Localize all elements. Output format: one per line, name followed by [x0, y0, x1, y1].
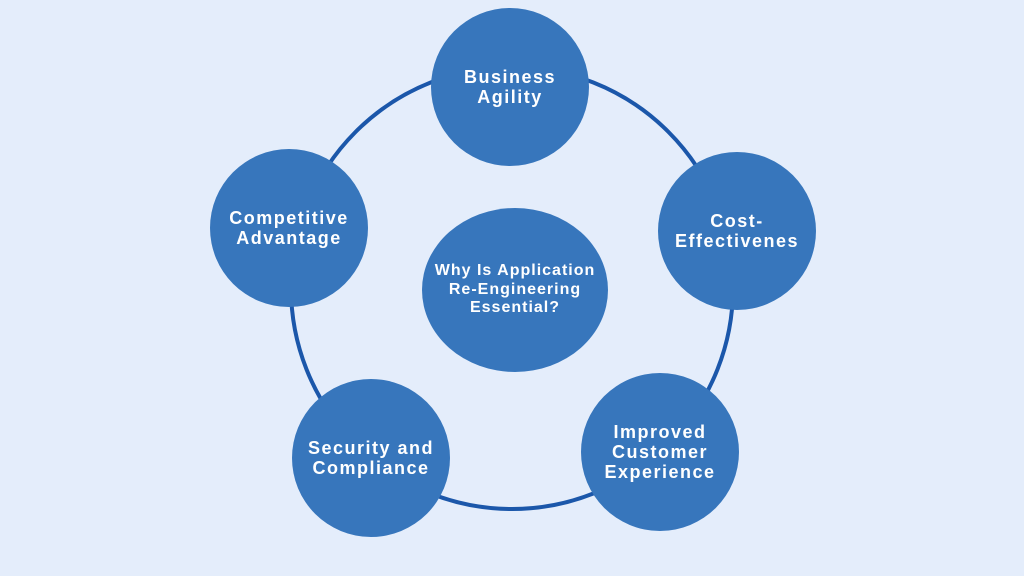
node-cost-effectiveness: Cost- Effectivenes — [658, 152, 816, 310]
node-label: Business Agility — [463, 66, 557, 107]
node-label: Cost- Effectivenes — [674, 210, 800, 251]
node-competitive-advantage: Competitive Advantage — [210, 149, 368, 307]
node-label: Improved Customer Experience — [604, 421, 716, 483]
node-label: Competitive Advantage — [229, 207, 349, 248]
node-label: Security and Compliance — [307, 437, 435, 478]
node-improved-customer-experience: Improved Customer Experience — [581, 373, 739, 531]
node-security-and-compliance: Security and Compliance — [292, 379, 450, 537]
center-node-label: Why Is Application Re-Engineering Essent… — [434, 261, 596, 317]
node-business-agility: Business Agility — [431, 8, 589, 166]
diagram-center-node: Why Is Application Re-Engineering Essent… — [422, 208, 608, 372]
